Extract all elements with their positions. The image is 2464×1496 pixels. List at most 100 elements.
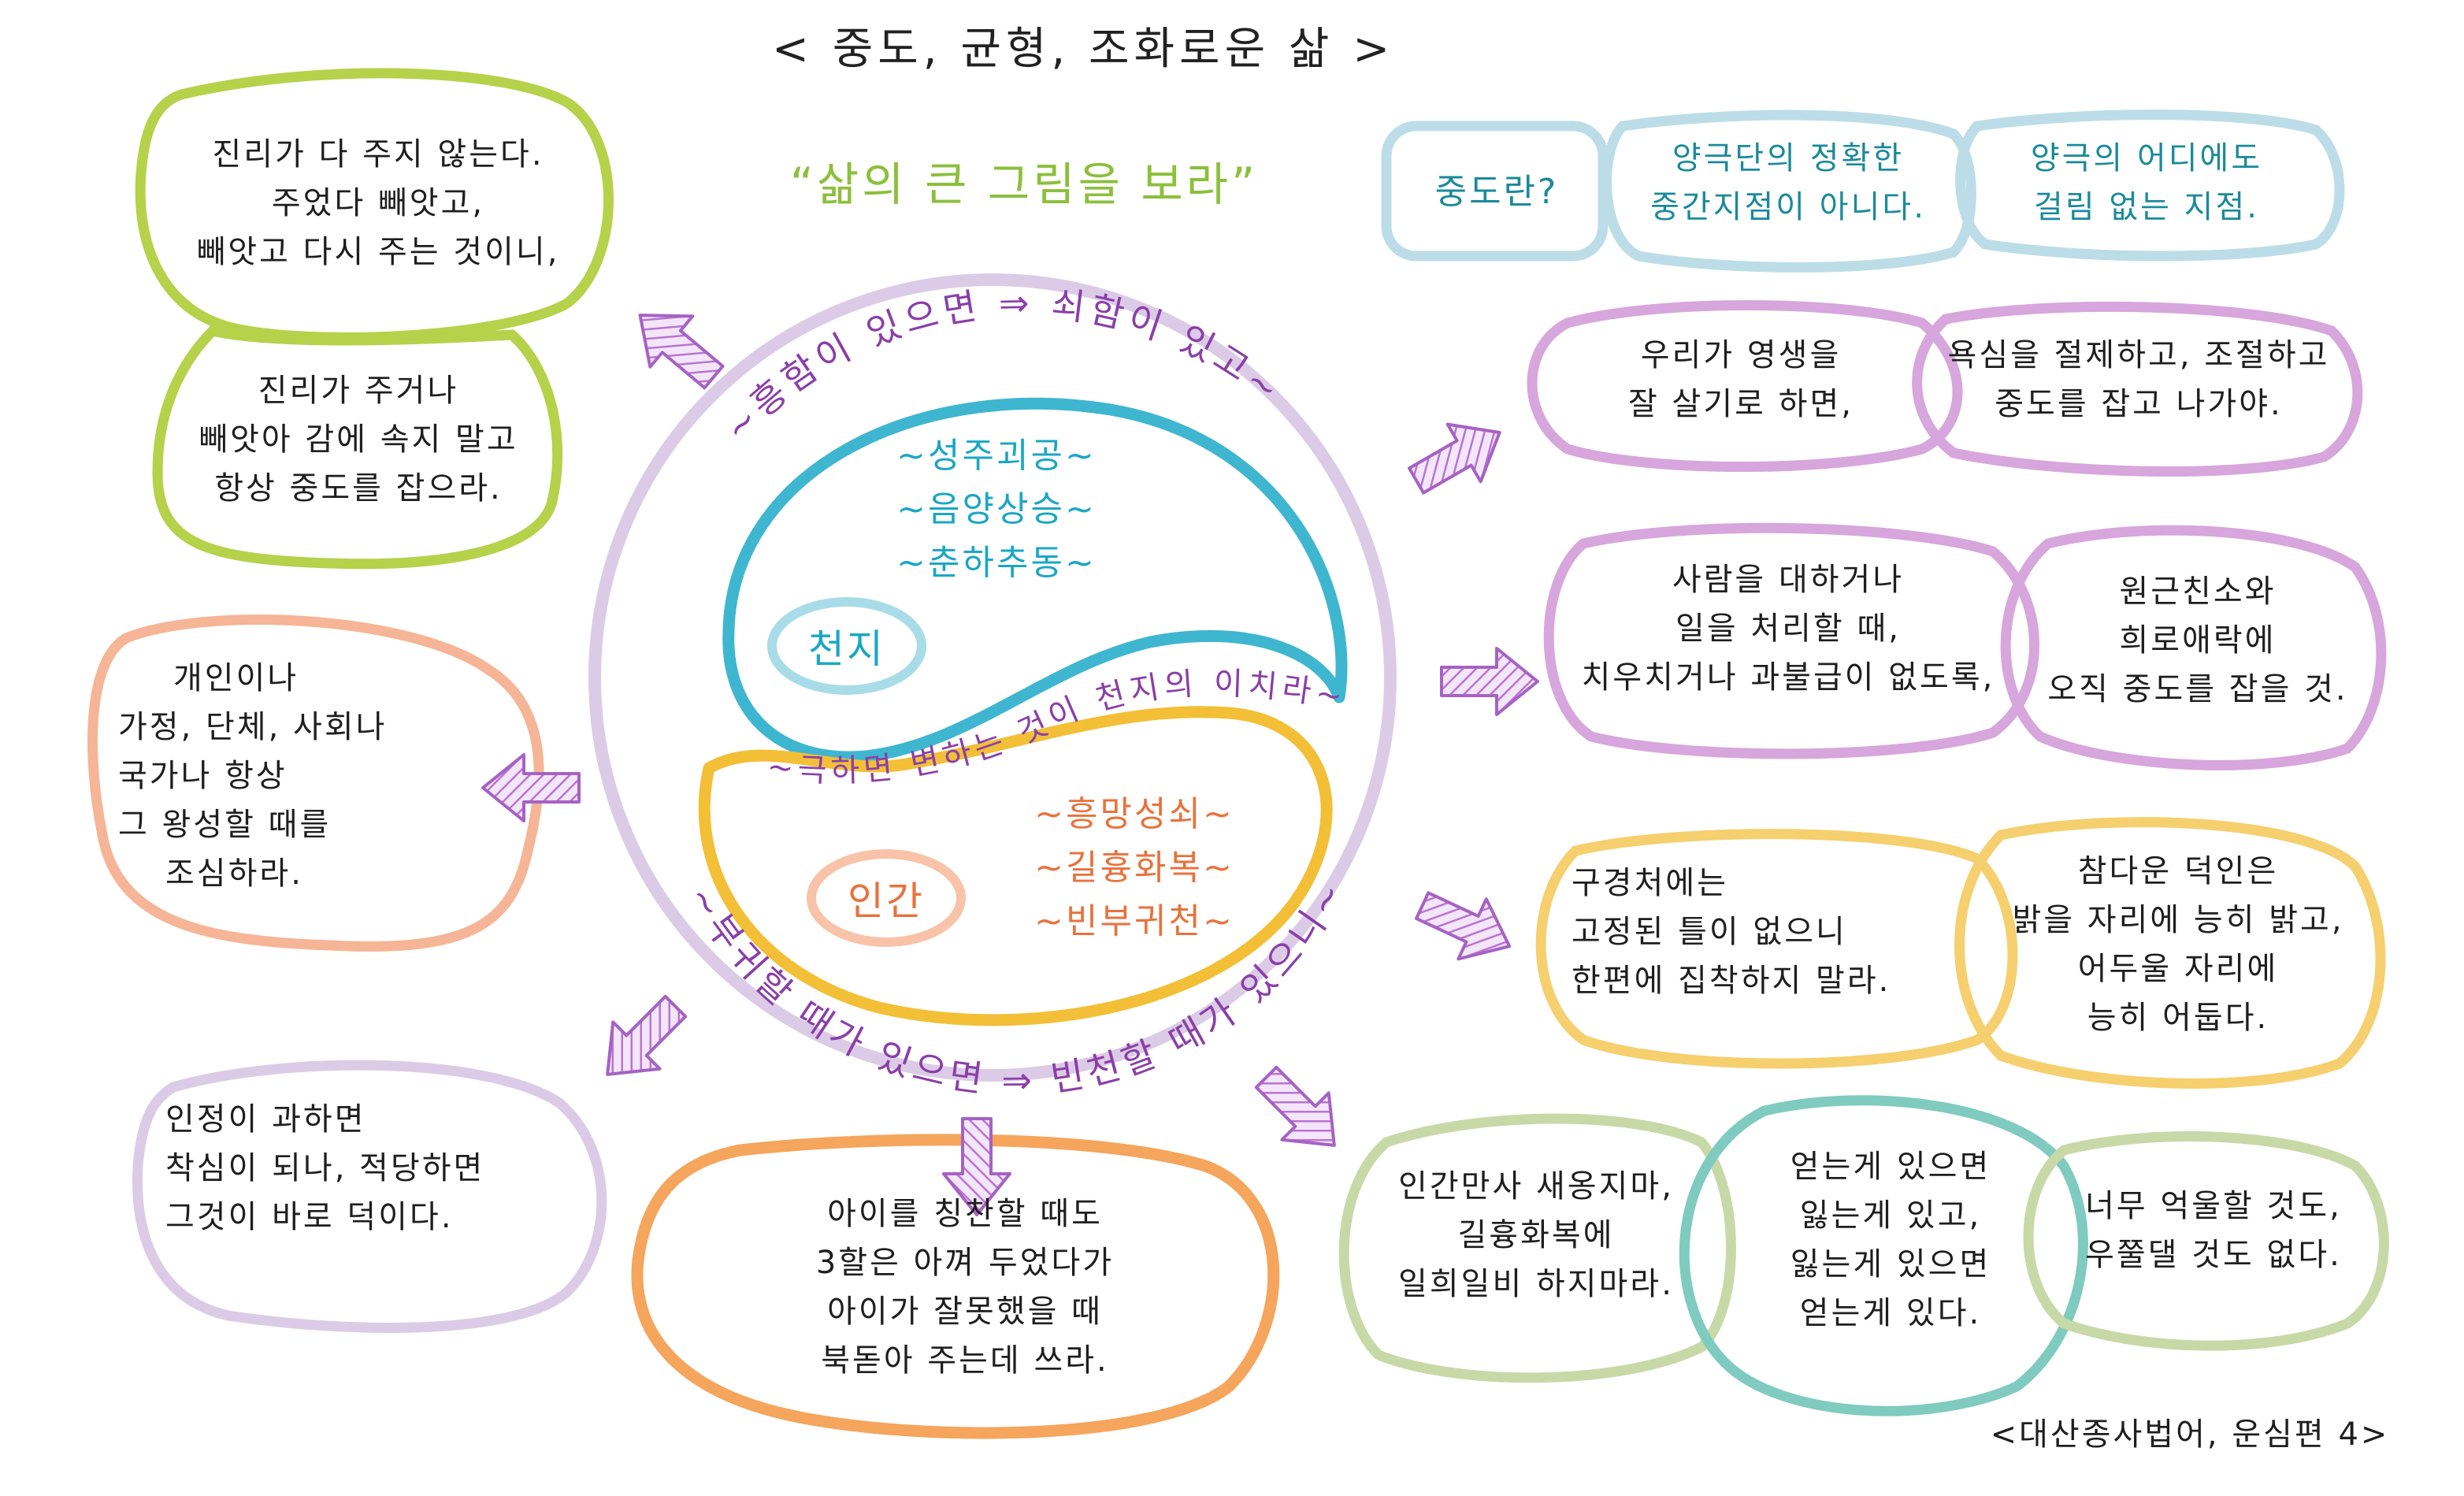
text-line: 너무 억울할 것도,: [2085, 1188, 2342, 1224]
text-line: 인정이 과하면: [165, 1101, 366, 1138]
heaven-label: 천지: [808, 626, 885, 672]
bubble-fortune: [1338, 1113, 1736, 1383]
bubble-middle-a2: [1955, 110, 2345, 262]
text-line: 북돋아 주는데 쓰라.: [821, 1342, 1109, 1379]
virtue-text: 참다운 덕인은 밝을 자리에 능히 밝고, 어두울 자리에 능히 어둡다.: [1977, 847, 2379, 1042]
text-line: 참다운 덕인은: [2077, 853, 2279, 889]
text-line: 잃는게 있으면: [1790, 1246, 1991, 1283]
bubble-feelings: [2000, 525, 2387, 770]
text-line: 밝을 자리에 능히 밝고,: [2012, 902, 2344, 938]
center-circle: [588, 273, 1397, 1082]
text-line: 중도를 잡고 나가야.: [1995, 386, 2283, 422]
individual-text: 개인이나 가정, 단체, 사회나 국가나 항상 그 왕성할 때를 조심하라.: [118, 654, 488, 898]
slogan: “삶의 큰 그림을 보라”: [789, 158, 1259, 211]
text-line: 치우치거나 과불급이 없도록,: [1581, 659, 1995, 696]
text-line: 능히 어둡다.: [2087, 1000, 2269, 1036]
text-line: 일희일비 하지마라.: [1398, 1266, 1674, 1302]
text-line: 국가나 항상: [118, 758, 288, 794]
arrow-icon: [1440, 647, 1539, 716]
text-line: 얻는게 있으면: [1790, 1149, 1991, 1185]
bubble-desire: [1912, 301, 2363, 477]
text-line: 아이를 칭찬할 때도: [827, 1196, 1103, 1232]
bubble-virtue: [1954, 817, 2386, 1089]
bubble-truth-top: [135, 68, 614, 343]
text-line: 그 왕성할 때를: [118, 807, 332, 843]
text-line: 구경처에는: [1572, 865, 1728, 901]
text-line: 항상 중도를 잡으라.: [214, 470, 503, 507]
arrow-icon: [1398, 402, 1518, 511]
text-line: 희로애락에: [2119, 622, 2277, 659]
feelings-text: 원근친소와 희로애락에 오직 중도를 잡을 것.: [2017, 567, 2379, 714]
page-title: < 중도, 균형, 조화로운 삶 >: [772, 24, 1395, 75]
text-line: 어두울 자리에: [2077, 951, 2279, 987]
text-line: 중간지점이 아니다.: [1650, 189, 1926, 225]
text-line: 조심하라.: [165, 856, 303, 892]
text-line: 우리가 영생을: [1640, 337, 1842, 373]
text-line: 잘 살기로 하면,: [1628, 386, 1854, 422]
middle-question: 중도란?: [1434, 172, 1559, 212]
source-citation: <대산종사법어, 운심편 4>: [1990, 1416, 2390, 1453]
text-line: 빼앗고 다시 주는 것이니,: [196, 234, 560, 270]
people-text: 사람을 대하거나 일을 처리할 때, 치우치거나 과불급이 없도록,: [1556, 555, 2021, 702]
middle-answer-1: 양극단의 정확한 중간지점이 아니다.: [1615, 134, 1961, 232]
heaven-line: ~성주괴공~: [896, 436, 1097, 476]
bubble-gain-loss: [1679, 1095, 2088, 1416]
eternal-text: 우리가 영생을 잘 살기로 하면,: [1552, 331, 1930, 429]
praise-text: 아이를 칭찬할 때도 3할은 아껴 두었다가 아이가 잘못했을 때 북돋아 주는…: [709, 1190, 1221, 1385]
arrow-icon: [1406, 874, 1525, 978]
text-line: 길흉화복에: [1457, 1217, 1615, 1253]
realm-text: 구경처에는 고정된 틀이 없으니 한편에 집착하지 말라.: [1556, 859, 2021, 1005]
arrow-icon: [584, 983, 699, 1098]
text-line: 오직 중도를 잡을 것.: [2047, 671, 2348, 707]
text-line: 빼앗아 감에 속지 말고: [199, 421, 518, 458]
human-shape: [698, 706, 1333, 1026]
human-line: ~길흉화복~: [1034, 848, 1234, 889]
fortune-text: 인간만사 새옹지마, 길흉화복에 일희일비 하지마라.: [1351, 1162, 1721, 1309]
human-line: ~빈부귀천~: [1034, 901, 1234, 942]
text-line: 잃는게 있고,: [1799, 1197, 1982, 1234]
text-line: 얻는게 있다.: [1799, 1295, 1982, 1331]
text-line: 욕심을 절제하고, 조절하고: [1947, 337, 2330, 373]
bubble-affection: [132, 1060, 607, 1333]
ring-top-text: ~흥함이 있으면 ⇒ 쇠함이 있고~: [715, 281, 1291, 449]
human-label-oval: [807, 849, 966, 947]
bubble-praise: [631, 1134, 1280, 1439]
sorrow-text: 너무 억울할 것도, 우쭐댈 것도 없다.: [2040, 1182, 2387, 1279]
text-line: 우쭐댈 것도 없다.: [2085, 1237, 2342, 1273]
human-label: 인간: [848, 878, 925, 924]
bubble-eternal: [1527, 300, 1963, 472]
text-line: 고정된 틀이 없으니: [1572, 914, 1847, 950]
text-line: 개인이나: [173, 660, 299, 696]
arrow-icon: [1243, 1054, 1358, 1169]
heaven-line: ~음양상승~: [896, 489, 1097, 530]
text-line: 그것이 바로 덕이다.: [165, 1199, 454, 1235]
heaven-line: ~춘하추동~: [896, 543, 1097, 584]
heaven-lines: ~성주괴공~ ~음양상승~ ~춘하추동~: [866, 429, 1126, 591]
bubble-individual: [87, 614, 544, 952]
text-line: 사람을 대하거나: [1672, 562, 1905, 598]
heaven-label-oval: [767, 597, 926, 695]
desire-text: 욕심을 절제하고, 조절하고 중도를 잡고 나가야.: [1930, 331, 2347, 429]
human-line: ~흥망성쇠~: [1034, 794, 1234, 834]
human-lines: ~흥망성쇠~ ~길흉화복~ ~빈부귀천~: [1000, 788, 1268, 949]
text-line: 3할은 아껴 두었다가: [815, 1245, 1115, 1281]
gain-loss-text: 얻는게 있으면 잃는게 있고, 잃는게 있으면 얻는게 있다.: [1709, 1142, 2072, 1338]
bubble-people: [1543, 522, 2039, 759]
text-line: 아이가 잘못했을 때: [827, 1294, 1103, 1330]
text-line: 걸림 없는 지점.: [2034, 189, 2259, 225]
text-line: 원근친소와: [2119, 574, 2277, 610]
text-line: 진리가 다 주지 않는다.: [212, 136, 544, 173]
text-line: 양극단의 정확한: [1672, 140, 1905, 176]
text-line: 주었다 빼앗고,: [271, 185, 485, 221]
heaven-shape: [722, 397, 1348, 763]
bubble-truth-bottom: [152, 325, 563, 570]
text-line: 인간만사 새옹지마,: [1398, 1168, 1674, 1205]
truth-top-text: 진리가 다 주지 않는다. 주었다 빼앗고, 빼앗고 다시 주는 것이니,: [173, 130, 583, 277]
truth-bottom-text: 진리가 주거나 빼앗아 감에 속지 말고 항상 중도를 잡으라.: [165, 366, 551, 513]
text-line: 진리가 주거나: [258, 373, 459, 409]
middle-answer-2: 양극의 어디에도 걸림 없는 지점.: [1969, 134, 2324, 232]
bubble-middle-a1: [1601, 110, 1976, 273]
text-line: 일을 처리할 때,: [1675, 611, 1901, 647]
